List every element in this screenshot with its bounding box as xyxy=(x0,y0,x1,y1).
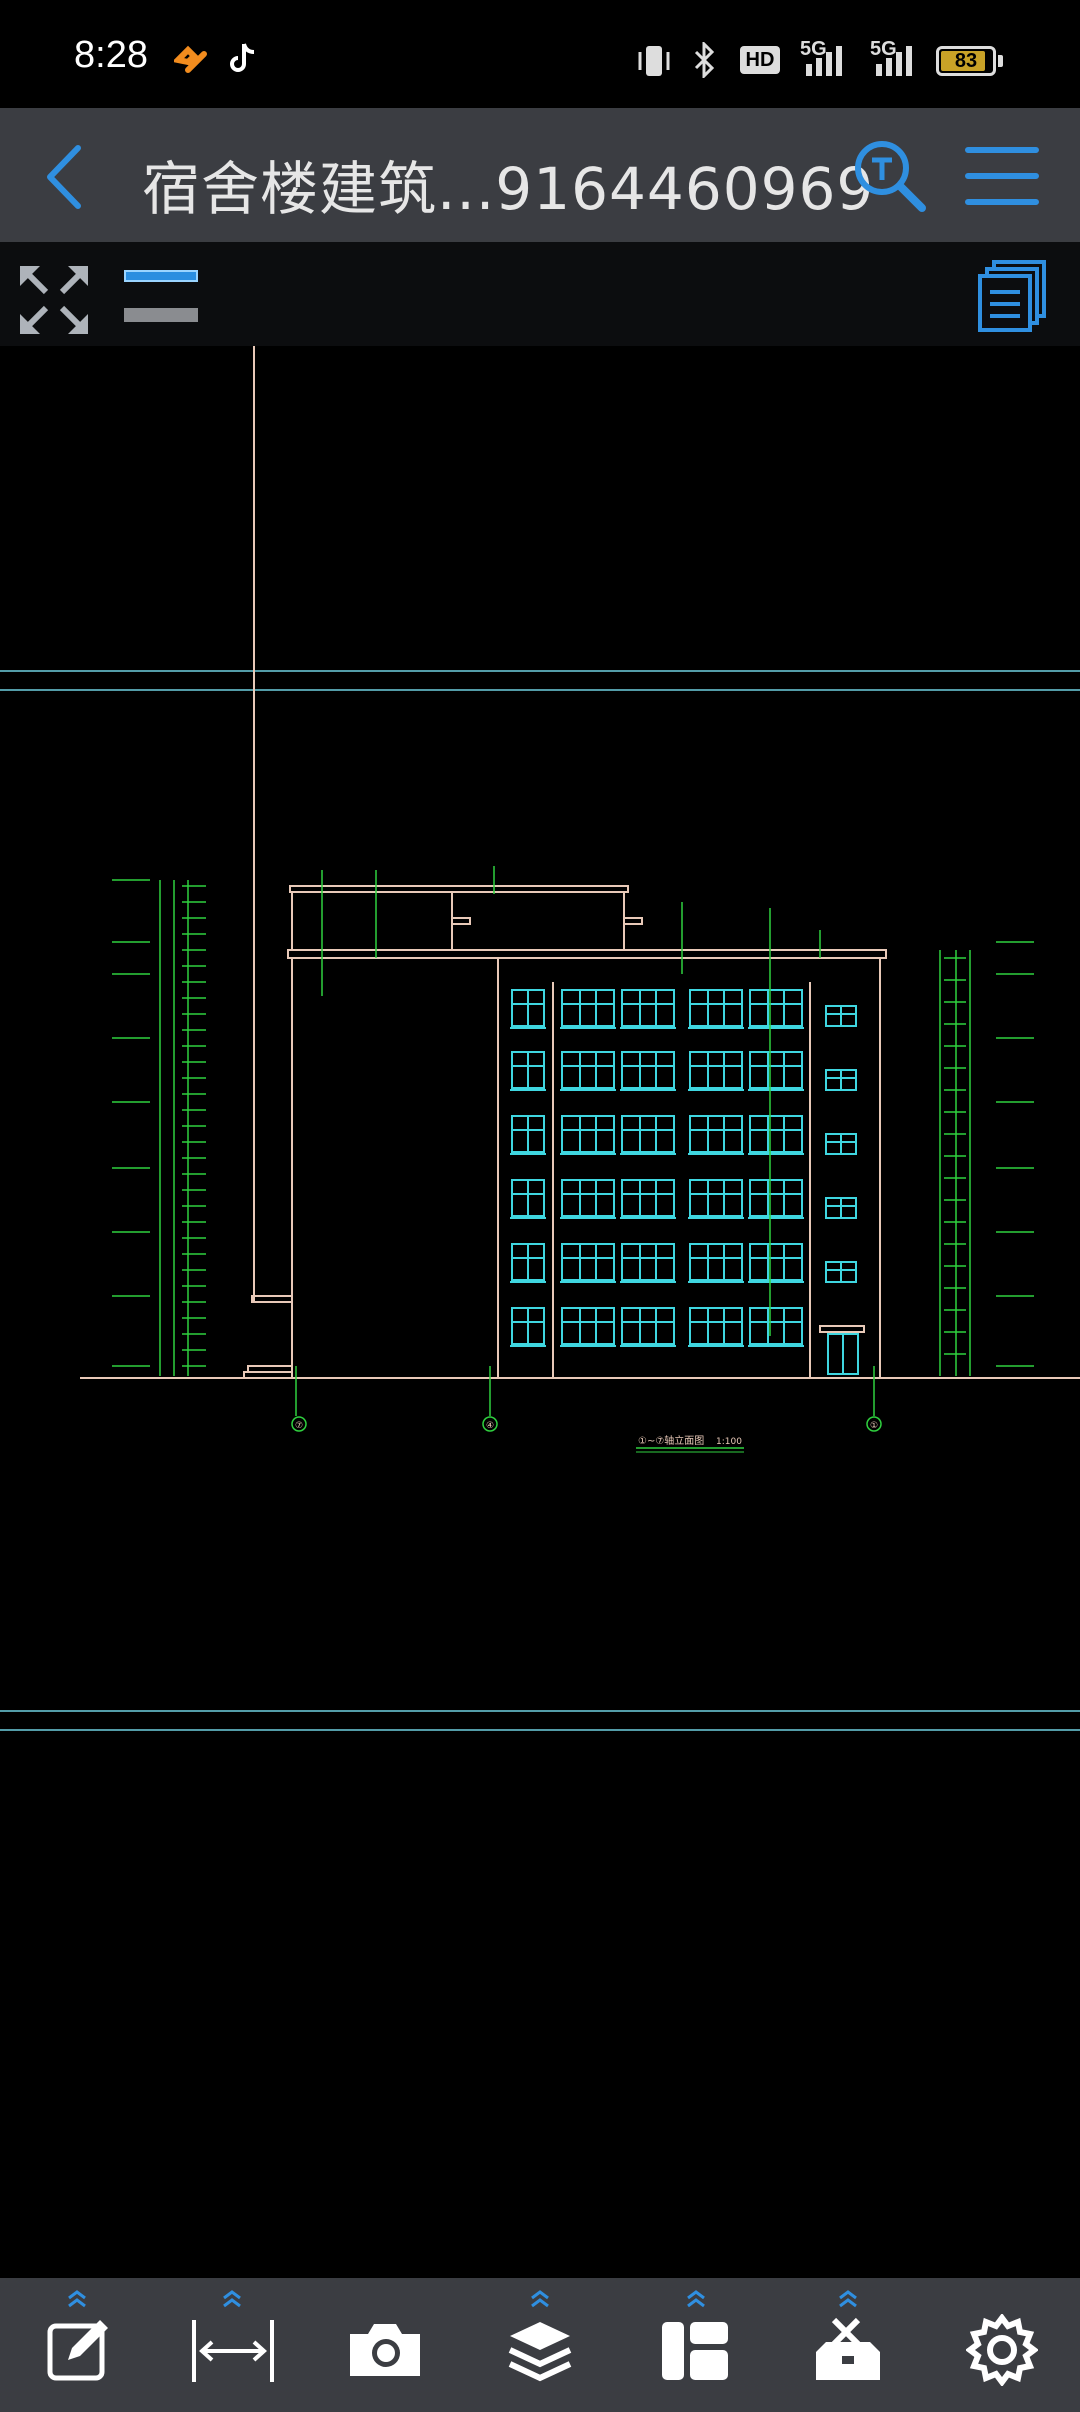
text-search-icon[interactable] xyxy=(852,138,928,214)
battery-level: 83 xyxy=(954,50,978,72)
back-button[interactable] xyxy=(36,142,90,212)
window xyxy=(749,1307,803,1345)
layout-icon[interactable] xyxy=(660,2320,730,2382)
tiktok-icon xyxy=(230,43,255,72)
layout-copies-icon[interactable] xyxy=(978,260,1048,332)
document-title: 宿舍楼建筑...9164460969 xyxy=(142,155,875,223)
window xyxy=(621,1115,675,1153)
window xyxy=(561,1051,615,1089)
window xyxy=(621,1243,675,1281)
drawing-scale: 1:100 xyxy=(716,1437,742,1447)
network-label-1: 5G xyxy=(800,38,827,60)
bottom-toolbar xyxy=(0,2278,1080,2412)
elevation-drawing: ⑦ ④ ① ①~⑦轴立面图 1:100 xyxy=(0,346,1080,1731)
window xyxy=(749,1115,803,1153)
axis-bubble xyxy=(291,1416,307,1432)
window xyxy=(749,989,803,1027)
expand-icon[interactable] xyxy=(18,264,90,336)
window xyxy=(561,1115,615,1153)
measure-icon[interactable] xyxy=(190,2318,276,2384)
battery-icon: 83 xyxy=(936,46,996,76)
axis-bubble xyxy=(482,1416,498,1432)
toolbox-icon[interactable] xyxy=(812,2314,884,2384)
bluetooth-icon xyxy=(694,42,715,78)
axis-label-4: ④ xyxy=(486,1421,494,1431)
window xyxy=(621,989,675,1027)
status-time: 8:28 xyxy=(74,34,148,76)
window xyxy=(621,1179,675,1217)
settings-icon[interactable] xyxy=(966,2314,1038,2386)
window xyxy=(689,1243,743,1281)
window xyxy=(689,989,743,1027)
hamburger-icon[interactable] xyxy=(964,144,1040,208)
window xyxy=(621,1051,675,1089)
vibrate-icon xyxy=(638,46,670,76)
window xyxy=(689,1051,743,1089)
cad-drawing-canvas[interactable]: ⑦ ④ ① ①~⑦轴立面图 1:100 xyxy=(0,346,1080,2278)
title-bar: 宿舍楼建筑...9164460969 xyxy=(0,108,1080,242)
status-bar: 8:28 HD 5G 5G 83 xyxy=(0,0,1080,108)
window xyxy=(561,1179,615,1217)
signal-icon-1 xyxy=(806,46,842,76)
axis-bubble xyxy=(866,1416,882,1432)
axis-label-1: ① xyxy=(870,1421,878,1431)
layers-icon[interactable] xyxy=(506,2318,574,2386)
axis-label-7: ⑦ xyxy=(295,1421,303,1431)
window xyxy=(689,1179,743,1217)
network-label-2: 5G xyxy=(870,38,897,60)
window xyxy=(749,1051,803,1089)
window xyxy=(561,1307,615,1345)
lineweight-indicator-active[interactable] xyxy=(124,270,198,282)
window xyxy=(561,989,615,1027)
window xyxy=(689,1307,743,1345)
drawing-caption: ①~⑦轴立面图 xyxy=(638,1434,704,1447)
window xyxy=(689,1115,743,1153)
camera-icon[interactable] xyxy=(346,2320,424,2380)
hd-badge: HD xyxy=(740,46,780,74)
window xyxy=(561,1243,615,1281)
lineweight-indicator[interactable] xyxy=(124,308,198,322)
notification-app-icon xyxy=(174,45,207,73)
edit-icon[interactable] xyxy=(44,2314,114,2384)
window xyxy=(621,1307,675,1345)
window xyxy=(749,1243,803,1281)
signal-icon-2 xyxy=(876,46,912,76)
expand-up-indicators xyxy=(68,2290,857,2308)
view-toolbar xyxy=(0,242,1080,346)
window xyxy=(749,1179,803,1217)
